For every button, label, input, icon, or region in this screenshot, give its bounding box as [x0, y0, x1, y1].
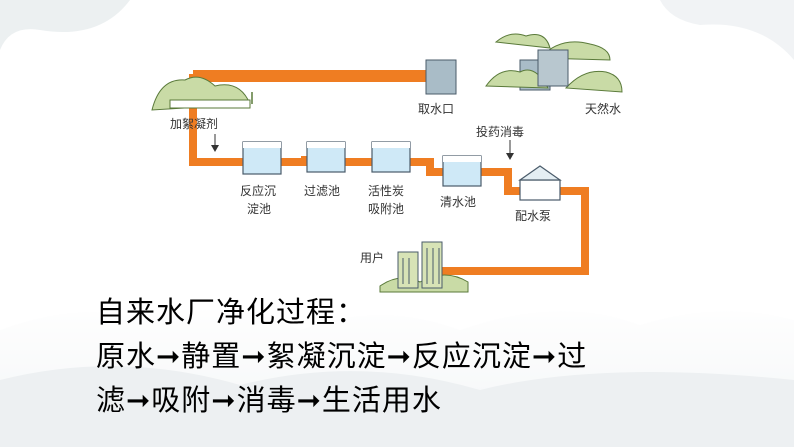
- user-buildings: [379, 241, 469, 293]
- natural-water-scene: [485, 33, 623, 93]
- tank-filter: [306, 141, 346, 173]
- summary-title: 自来水厂净化过程：: [96, 295, 367, 329]
- coagulant-arrow: [211, 134, 219, 152]
- label-reaction-tank-line1: 反应沉: [240, 183, 276, 198]
- summary-steps-line2: 滤➞吸附➞消毒➞生活用水: [96, 383, 442, 417]
- label-carbon-tank-line2: 吸附池: [368, 202, 404, 216]
- intake-box: [425, 59, 457, 95]
- label-reaction-tank-line2: 淀池: [247, 202, 271, 216]
- label-natural-water: 天然水: [585, 101, 621, 116]
- hill-trees-left: [151, 76, 253, 111]
- tank-clear: [442, 155, 482, 187]
- label-intake: 取水口: [418, 102, 454, 116]
- label-carbon-tank-line1: 活性炭: [368, 184, 404, 198]
- label-pump: 配水泵: [515, 209, 551, 223]
- label-disinfect: 投药消毒: [476, 124, 524, 139]
- label-user: 用户: [360, 250, 384, 265]
- label-coagulant: 加絮凝剂: [170, 116, 218, 131]
- tank-reaction: [242, 141, 282, 175]
- label-clear-tank: 清水池: [440, 195, 476, 209]
- tank-carbon: [371, 141, 411, 173]
- purification-summary: 自来水厂净化过程： 原水➞静置➞絮凝沉淀➞反应沉淀➞过 滤➞吸附➞消毒➞生活用水: [96, 290, 786, 422]
- disinfect-arrow: [506, 140, 514, 160]
- label-filter-tank: 过滤池: [304, 184, 340, 198]
- pump-house: [518, 165, 562, 201]
- summary-steps-line1: 原水➞静置➞絮凝沉淀➞反应沉淀➞过: [96, 339, 588, 373]
